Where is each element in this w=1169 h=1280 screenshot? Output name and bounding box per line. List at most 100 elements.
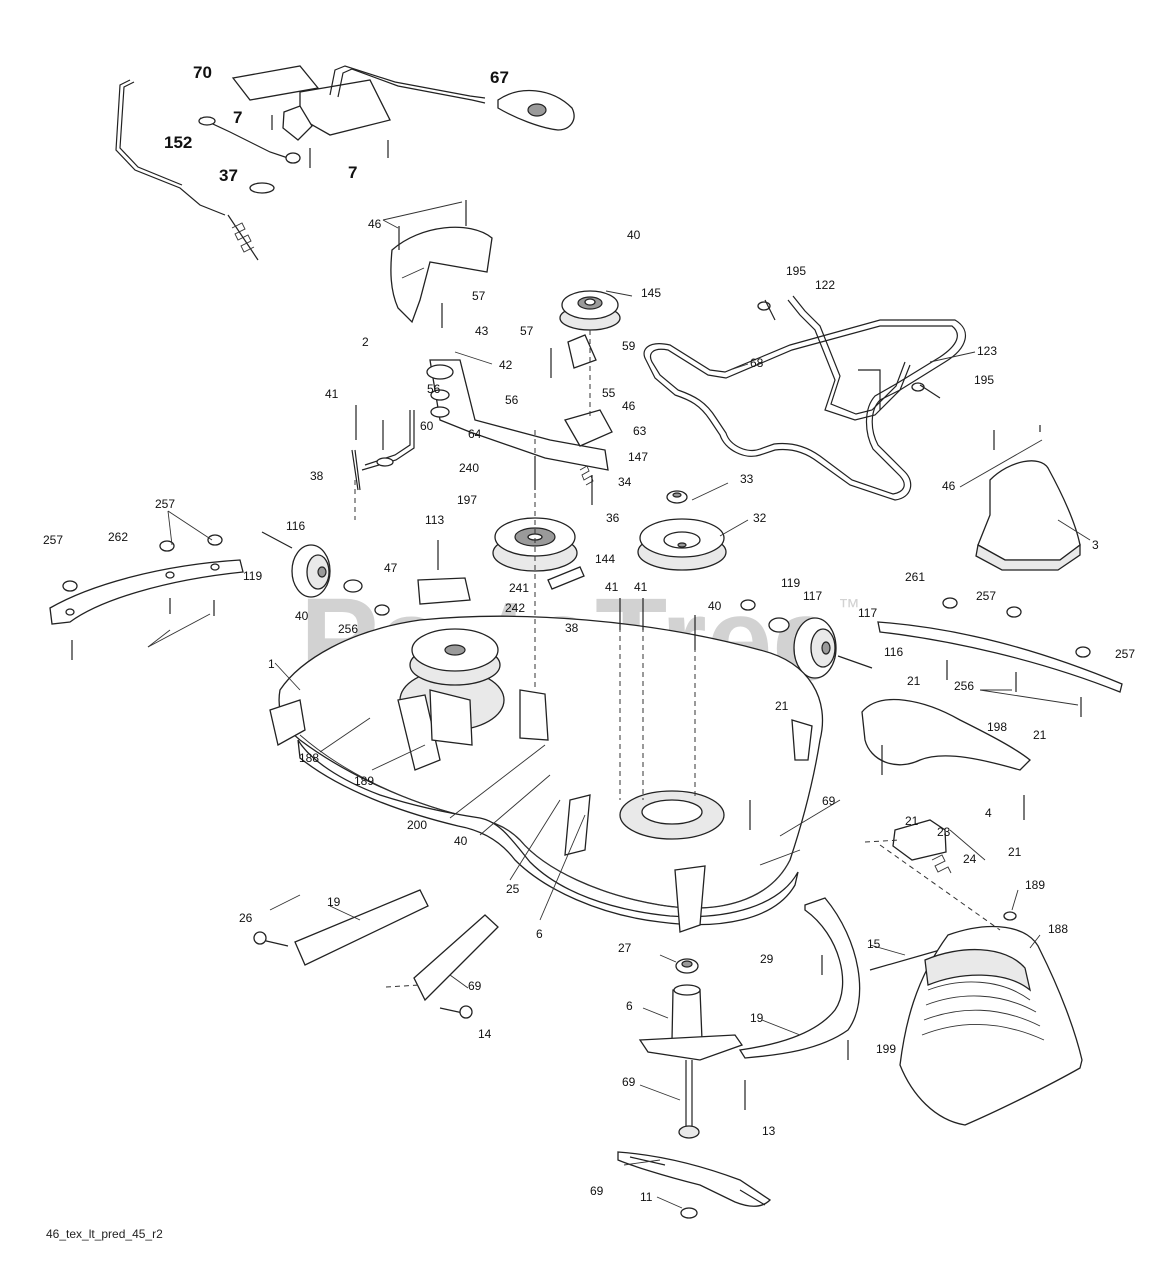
- trademark-symbol: ™: [838, 594, 860, 619]
- mount-bracket-47: [417, 566, 585, 605]
- callout-label: 34: [618, 475, 632, 489]
- callout-label: 7: [348, 163, 357, 182]
- callout-label: 41: [325, 387, 339, 401]
- callout-label: 26: [239, 911, 253, 925]
- callout-label: 70: [193, 63, 212, 82]
- callout-label: 19: [750, 1011, 764, 1025]
- front-bracket-right-261: [877, 597, 1123, 717]
- lift-arm-right-6: [385, 914, 499, 1019]
- callout-label: 57: [472, 289, 486, 303]
- callout-label: 123: [977, 344, 997, 358]
- callout-label: 43: [475, 324, 489, 338]
- callout-label: 21: [905, 814, 919, 828]
- callout-label: 59: [622, 339, 636, 353]
- deflector-bracket-23: [892, 819, 952, 874]
- drive-belt: [643, 319, 966, 501]
- callout-label: 261: [905, 570, 925, 584]
- callout-label: 21: [907, 674, 921, 688]
- callout-label: 3: [1092, 538, 1099, 552]
- callout-label: 46: [368, 217, 382, 231]
- callout-label: 241: [509, 581, 529, 595]
- gauge-wheel-right: [740, 599, 873, 679]
- callout-label: 41: [605, 580, 619, 594]
- callout-label: 6: [536, 927, 543, 941]
- callout-label: 36: [606, 511, 620, 525]
- callout-label: 116: [286, 519, 305, 533]
- callout-label: 262: [108, 530, 128, 544]
- callout-label: 40: [295, 609, 309, 623]
- callout-label: 21: [1008, 845, 1022, 859]
- leader-lines: [147, 201, 1091, 1209]
- idler-pulley-36: [492, 517, 578, 572]
- callout-label: 1: [268, 657, 275, 671]
- callout-label: 41: [634, 580, 648, 594]
- callout-label: 40: [627, 228, 641, 242]
- fasteners: [71, 200, 1041, 1110]
- idler-pulley-145: [559, 290, 621, 331]
- belt-cover-right: [975, 460, 1081, 571]
- callout-label: 69: [590, 1184, 604, 1198]
- callout-label: 152: [164, 133, 192, 152]
- callout-label: 240: [459, 461, 479, 475]
- callout-label: 117: [803, 589, 822, 603]
- callout-label: 113: [425, 513, 444, 527]
- belt-shield-199: [738, 897, 861, 1059]
- callout-label: 25: [506, 882, 520, 896]
- callout-label: 69: [622, 1075, 636, 1089]
- callout-label: 46: [942, 479, 956, 493]
- callout-label: 2: [362, 335, 369, 349]
- callout-label: 29: [760, 952, 774, 966]
- callout-label: 24: [963, 852, 977, 866]
- callout-label: 19: [327, 895, 341, 909]
- callout-label: 6: [626, 999, 633, 1013]
- callout-label: 257: [1115, 647, 1135, 661]
- callout-label: 7: [233, 108, 242, 127]
- callout-label: 195: [786, 264, 806, 278]
- callout-label: 33: [740, 472, 754, 486]
- callout-label: 200: [407, 818, 427, 832]
- callout-label: 119: [781, 576, 800, 590]
- dashed-leader-23-27: [864, 839, 1001, 931]
- callout-label: 257: [976, 589, 996, 603]
- callout-label: 55: [602, 386, 616, 400]
- rod-29: [869, 949, 941, 971]
- belt-guide-rod: [757, 295, 941, 421]
- callout-label: 198: [987, 720, 1007, 734]
- callout-label: 189: [354, 774, 374, 788]
- belt-cover-left: [390, 226, 493, 324]
- callout-label: 69: [822, 794, 836, 808]
- callout-label: 144: [595, 552, 615, 566]
- callout-label: 60: [420, 419, 434, 433]
- blade-guard-198: [861, 698, 1031, 771]
- callout-label: 195: [974, 373, 994, 387]
- discharge-chute-27: [899, 911, 1083, 1126]
- callout-label: 57: [520, 324, 534, 338]
- callout-label: 27: [618, 941, 632, 955]
- callout-label: 11: [640, 1190, 653, 1204]
- callout-label: 56: [505, 393, 519, 407]
- callout-label: 242: [505, 601, 525, 615]
- callout-label: 257: [155, 497, 175, 511]
- callout-label: 46: [622, 399, 636, 413]
- callout-label: 257: [43, 533, 63, 547]
- spindle-assembly: [617, 958, 772, 1219]
- callout-label: 14: [478, 1027, 492, 1041]
- callout-label: 147: [628, 450, 648, 464]
- lift-handle-grip: [497, 89, 575, 131]
- gauge-wheel-left: [261, 531, 390, 616]
- callout-label: 188: [1048, 922, 1068, 936]
- callout-label: 145: [641, 286, 661, 300]
- callout-label: 256: [338, 622, 358, 636]
- lift-lever-assembly: [115, 65, 486, 261]
- callout-label: 68: [750, 356, 764, 370]
- callout-label: 4: [985, 806, 992, 820]
- callout-label: 199: [876, 1042, 896, 1056]
- mower-deck: [269, 615, 824, 933]
- lift-arm-left-6: [253, 889, 429, 966]
- callout-label: 32: [753, 511, 767, 525]
- callout-label: 13: [762, 1124, 776, 1138]
- callout-label: 38: [565, 621, 579, 635]
- callout-label: 64: [468, 427, 482, 441]
- callout-label: 47: [384, 561, 398, 575]
